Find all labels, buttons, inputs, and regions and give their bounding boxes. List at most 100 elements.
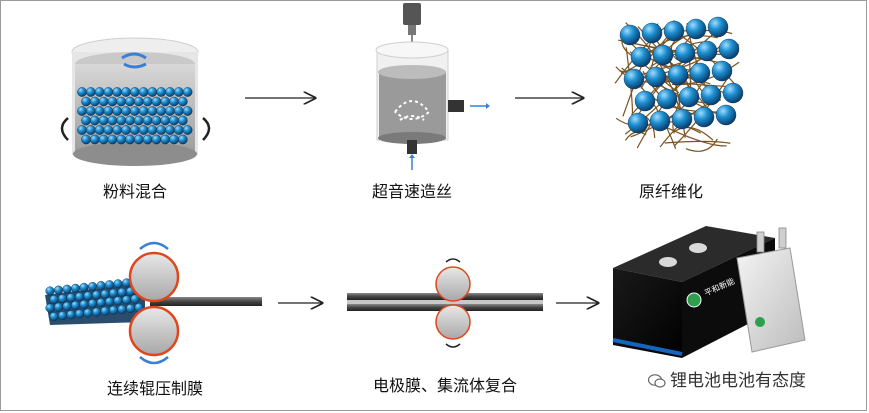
powder-particle bbox=[129, 106, 140, 116]
powder-particle bbox=[129, 125, 140, 135]
active-material-particle bbox=[656, 88, 678, 110]
powder-particle bbox=[160, 96, 170, 107]
powder-particle bbox=[142, 115, 153, 126]
powder-particle bbox=[104, 280, 114, 290]
active-material-particle bbox=[693, 106, 715, 128]
powder-particle bbox=[83, 291, 93, 301]
powder-particle bbox=[81, 96, 91, 107]
active-material-particle bbox=[645, 66, 667, 88]
powder-particle bbox=[138, 125, 149, 135]
powder-particle bbox=[130, 294, 140, 304]
powder-particle bbox=[107, 96, 118, 107]
powder-particle bbox=[77, 125, 87, 135]
step-label-calendering: 连续辊压制膜 bbox=[106, 379, 204, 398]
ultrasonic-stirrer-icon bbox=[375, 3, 490, 170]
powder-particle bbox=[177, 134, 188, 145]
powder-particle bbox=[96, 298, 106, 308]
active-material-particle bbox=[718, 38, 740, 60]
powder-particle bbox=[125, 96, 135, 107]
powder-particle bbox=[81, 115, 91, 126]
powder-particle bbox=[113, 279, 123, 289]
fiber-strand bbox=[673, 126, 714, 141]
powder-particle bbox=[81, 134, 91, 145]
active-material-particle bbox=[700, 84, 722, 106]
powder-particle bbox=[45, 286, 55, 296]
powder-particle bbox=[173, 106, 184, 116]
active-material-particle bbox=[663, 20, 685, 42]
powder-particle bbox=[147, 87, 158, 97]
powder-particle bbox=[107, 134, 118, 145]
powder-particle bbox=[66, 293, 76, 303]
active-material-particle bbox=[689, 62, 711, 84]
powder-particle bbox=[54, 285, 64, 295]
powder-particle bbox=[116, 96, 126, 107]
active-material-particle bbox=[623, 68, 645, 90]
powder-particle bbox=[129, 87, 140, 97]
powder-particle bbox=[112, 125, 122, 135]
powder-particle bbox=[169, 96, 179, 107]
powder-particle bbox=[94, 106, 105, 116]
powder-particle bbox=[147, 106, 158, 116]
powder-particle bbox=[77, 87, 87, 97]
active-material-particle bbox=[685, 18, 707, 40]
active-material-particle bbox=[634, 90, 656, 112]
powder-particle bbox=[45, 303, 55, 313]
powder-particle bbox=[112, 106, 122, 116]
powder-particle bbox=[86, 87, 96, 97]
powder-particle bbox=[49, 295, 59, 305]
powder-particle bbox=[156, 125, 166, 135]
powder-particle bbox=[94, 87, 105, 97]
active-material-particle bbox=[715, 104, 737, 126]
powder-particle bbox=[156, 87, 166, 97]
powder-particle bbox=[160, 115, 170, 126]
powder-particle bbox=[121, 106, 131, 116]
laminating-rolls-icon bbox=[347, 258, 543, 348]
step-label-powder-mixing: 粉料混合 bbox=[102, 182, 168, 201]
powder-particle bbox=[138, 87, 149, 97]
active-material-particle bbox=[696, 40, 718, 62]
active-material-particle bbox=[674, 42, 696, 64]
powder-particle bbox=[91, 307, 101, 317]
active-material-particle bbox=[619, 24, 641, 46]
powder-particle bbox=[156, 106, 166, 116]
active-material-particle bbox=[678, 86, 700, 108]
powder-particle bbox=[70, 283, 80, 293]
fiber-strand bbox=[624, 131, 647, 141]
powder-particle bbox=[90, 134, 100, 145]
powder-particle bbox=[58, 294, 68, 304]
powder-particle bbox=[160, 134, 170, 145]
powder-particle bbox=[103, 87, 114, 97]
powder-particle bbox=[142, 134, 153, 145]
powder-particle bbox=[121, 125, 131, 135]
powder-particle bbox=[66, 310, 76, 320]
powder-particle bbox=[117, 304, 127, 314]
fiber-strand bbox=[625, 47, 634, 115]
step-label-ultrasonic-spinning: 超音速造丝 bbox=[371, 182, 453, 201]
powder-particle bbox=[83, 308, 93, 318]
powder-particle bbox=[98, 134, 109, 145]
powder-particle bbox=[108, 288, 118, 298]
active-material-particle bbox=[667, 64, 689, 86]
powder-particle bbox=[121, 295, 131, 305]
powder-particle bbox=[49, 312, 59, 322]
active-material-particle bbox=[652, 44, 674, 66]
powder-particle bbox=[182, 87, 193, 97]
powder-particle bbox=[169, 134, 179, 145]
powder-particle bbox=[54, 302, 64, 312]
powder-particle bbox=[182, 106, 193, 116]
active-material-particle bbox=[627, 112, 649, 134]
powder-particle bbox=[94, 125, 105, 135]
powder-particle bbox=[182, 125, 193, 135]
powder-particle bbox=[58, 311, 68, 321]
powder-particle bbox=[107, 115, 118, 126]
powder-particle bbox=[74, 292, 84, 302]
watermark-text: 锂电池电池有态度 bbox=[670, 371, 806, 391]
powder-particle bbox=[79, 282, 89, 292]
step-label-fibrillation: 原纤维化 bbox=[638, 182, 704, 201]
powder-particle bbox=[125, 115, 135, 126]
active-material-particle bbox=[630, 46, 652, 68]
battery-product-icon: 平和新能 bbox=[612, 226, 806, 358]
powder-particle bbox=[98, 115, 109, 126]
fibrillated-network-icon bbox=[614, 16, 744, 152]
